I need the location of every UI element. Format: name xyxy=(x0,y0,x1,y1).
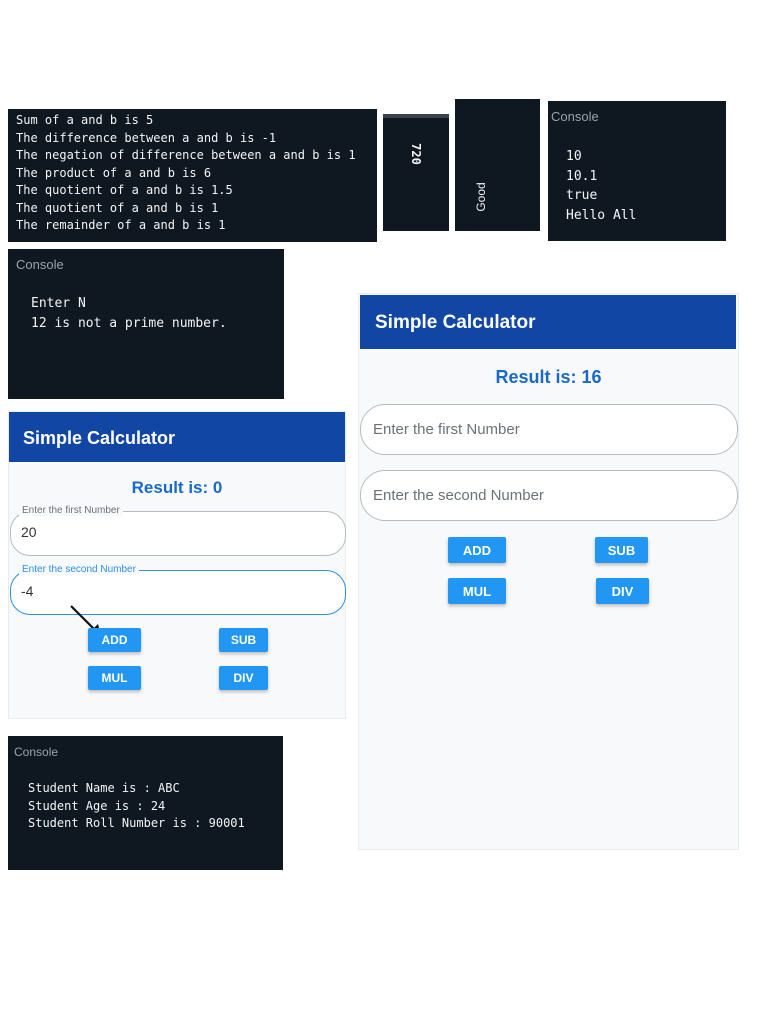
rotated-output-panel-720: 720 xyxy=(383,114,449,231)
output-line: The quotient of a and b is 1.5 xyxy=(16,183,233,197)
output-line: Hello All xyxy=(566,207,637,223)
first-number-input[interactable] xyxy=(361,405,737,454)
second-number-input[interactable] xyxy=(361,471,737,520)
second-number-field[interactable] xyxy=(360,470,738,521)
first-number-label: Enter the first Number xyxy=(19,505,123,516)
result-text: Result is: 0 xyxy=(131,478,223,497)
output-line: The remainder of a and b is 1 xyxy=(16,218,226,232)
output-line: The negation of difference between a and… xyxy=(16,148,356,162)
output-line: Student Roll Number is : 90001 xyxy=(28,816,245,830)
second-number-label: Enter the second Number xyxy=(19,564,139,575)
console-label: Console xyxy=(551,109,599,124)
first-number-input[interactable] xyxy=(11,512,345,552)
app-title: Simple Calculator xyxy=(375,312,536,333)
div-button[interactable]: DIV xyxy=(219,666,268,690)
app-bar: Simple Calculator xyxy=(9,412,345,462)
mul-button[interactable]: MUL xyxy=(448,578,506,604)
simple-calculator-small: Simple Calculator Result is: 0 Enter the… xyxy=(8,411,346,719)
output-line: The difference between a and b is -1 xyxy=(16,130,277,145)
output-line: 10 xyxy=(566,149,582,164)
add-button[interactable]: ADD xyxy=(88,628,141,652)
first-number-field[interactable] xyxy=(360,404,738,455)
output-line: The product of a and b is 6 xyxy=(16,165,212,180)
div-button[interactable]: DIV xyxy=(596,578,649,604)
simple-calculator-large: Simple Calculator Result is: 16 ADD SUB … xyxy=(358,293,739,850)
operations-output-panel: Sum of a and b is 5 The difference betwee… xyxy=(8,109,377,242)
rotated-output-text: 720 xyxy=(409,143,423,165)
output-line: 12 is not a prime number. xyxy=(31,316,227,331)
console-output: Enter N 12 is not a prime number. xyxy=(31,294,227,334)
output-line: Sum of a and b is 5 xyxy=(16,113,154,127)
add-button[interactable]: ADD xyxy=(448,537,506,563)
output-line: Enter N xyxy=(31,296,86,311)
rotated-output-panel-good: Good xyxy=(455,99,540,231)
result-text: Result is: 16 xyxy=(495,367,602,387)
mul-button[interactable]: MUL xyxy=(88,666,141,690)
first-number-field[interactable]: Enter the first Number xyxy=(10,505,346,556)
output-line: true xyxy=(566,188,598,203)
console-panel-student: Console Student Name is : ABC Student Age… xyxy=(8,736,283,870)
second-number-input[interactable] xyxy=(11,571,345,611)
output-line: The quotient of a and b is 1 xyxy=(16,200,219,215)
rotated-output-text: Good xyxy=(474,182,488,212)
output-line: Student Age is : 24 xyxy=(28,798,166,813)
sub-button[interactable]: SUB xyxy=(595,537,648,563)
console-panel-prime: Console Enter N 12 is not a prime number. xyxy=(8,249,284,399)
app-bar: Simple Calculator xyxy=(360,295,736,349)
output-line: 10.1 xyxy=(566,168,598,184)
app-title: Simple Calculator xyxy=(23,428,176,448)
sub-button[interactable]: SUB xyxy=(219,628,268,652)
console-label: Console xyxy=(14,745,59,759)
console-label: Console xyxy=(16,257,64,272)
output-line: Student Name is : ABC xyxy=(28,781,180,795)
operations-output-text: Sum of a and b is 5 The difference betwee… xyxy=(16,112,356,235)
console-output: Student Name is : ABC Student Age is : 24… xyxy=(28,780,245,833)
second-number-field[interactable]: Enter the second Number xyxy=(10,564,346,615)
